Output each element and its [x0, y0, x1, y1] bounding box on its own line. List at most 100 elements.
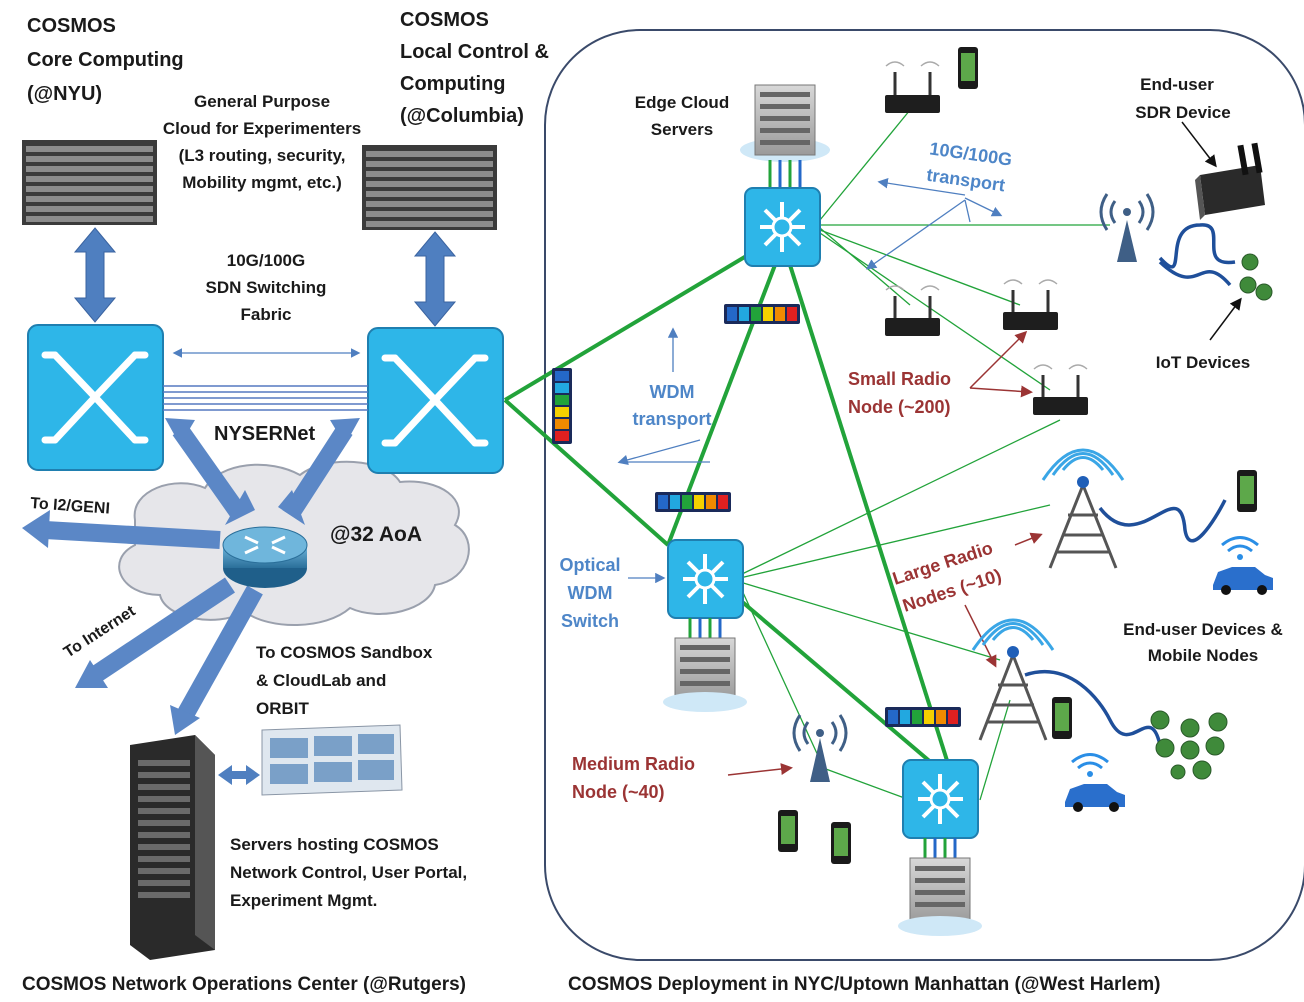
local-label-3: Computing: [400, 73, 506, 95]
large-radio-tower: [971, 618, 1055, 741]
wdm-wavelength-cell: [555, 383, 569, 393]
sdn-label-3: Fabric: [240, 305, 291, 324]
aoa-label: @32 AoA: [330, 523, 422, 546]
wdm-wavelength-cell: [948, 710, 958, 724]
local-server-rack: [362, 145, 497, 230]
iot-label: IoT Devices: [1156, 353, 1251, 372]
wdm-transport-label-1: WDM: [650, 382, 695, 402]
optical-label-1: Optical: [559, 555, 620, 575]
local-label-1: COSMOS: [400, 9, 489, 31]
large-radio-tower: [1041, 448, 1125, 569]
edge-label-1: Edge Cloud: [635, 93, 729, 112]
wdm-wavelength-cell: [658, 495, 668, 509]
monitoring-screens: [261, 724, 403, 796]
transport-arrows: [617, 178, 1003, 584]
sdn-label-2: SDN Switching: [206, 278, 327, 297]
wdm-transport-label-2: transport: [632, 409, 711, 429]
wdm-wavelength-cell: [739, 307, 749, 321]
wdm-wavelength-cell: [900, 710, 910, 724]
deployment-region: [544, 29, 1304, 961]
wdm-wavelength-cell: [682, 495, 692, 509]
medium-radio-label-2: Node (~40): [572, 782, 665, 802]
phone-icon: [1237, 470, 1257, 512]
edge-label-2: Servers: [651, 120, 713, 139]
sandbox-label-1: To COSMOS Sandbox: [256, 643, 433, 662]
sandbox-label-3: ORBIT: [256, 699, 310, 718]
wdm-wavelength-cell: [787, 307, 797, 321]
phone-icon: [778, 810, 798, 852]
wdm-wavelength-cell: [727, 307, 737, 321]
radio-links: [739, 109, 1110, 801]
sdn-fabric-links: [163, 385, 368, 411]
wdm-wavelength-cell: [555, 407, 569, 417]
bottom-switch: [898, 759, 982, 936]
small-radio-node: [885, 285, 940, 336]
small-radio-node: [885, 61, 940, 113]
optical-label-3: Switch: [561, 611, 619, 631]
core-server-rack: [22, 140, 157, 225]
wdm-wavelength-cell: [670, 495, 680, 509]
wdm-wavelength-cell: [763, 307, 773, 321]
wdm-wavelength-cell: [912, 710, 922, 724]
general-label-4: Mobility mgmt, etc.): [182, 173, 342, 192]
wdm-wavelength-cell: [555, 419, 569, 429]
nysernet-router: [222, 526, 308, 588]
sdr-label-2: SDR Device: [1135, 103, 1230, 122]
general-label-2: Cloud for Experimenters: [163, 119, 361, 138]
external-arrowheads: [22, 510, 200, 735]
car-icon: [1065, 753, 1125, 812]
sdr-antenna: [1099, 193, 1155, 262]
sdn-switch-left: [27, 324, 164, 471]
wdm-indicators: [552, 304, 961, 727]
local-label-4: (@Columbia): [400, 105, 524, 127]
local-label-2: Local Control &: [400, 41, 549, 63]
phone-icon: [831, 822, 851, 864]
servers-label-1: Servers hosting COSMOS: [230, 835, 439, 854]
servers-label-2: Network Control, User Portal,: [230, 863, 467, 882]
router-arrowheads: [165, 418, 360, 525]
rack-to-switch-arrow-right: [413, 231, 457, 327]
wdm-wavelength-cell: [718, 495, 728, 509]
car-icon: [1213, 536, 1273, 595]
wdm-wavelength-cell: [936, 710, 946, 724]
small-radio-label-2: Node (~200): [848, 397, 951, 417]
small-radio-label-1: Small Radio: [848, 369, 951, 389]
wireless-links: [1024, 223, 1236, 746]
device-pointer-arrows: [1181, 121, 1242, 341]
wdm-wavelength-cell: [694, 495, 704, 509]
noc-caption: COSMOS Network Operations Center (@Rutge…: [22, 974, 466, 995]
wdm-wavelength-cell: [751, 307, 761, 321]
sandbox-label-2: & CloudLab and: [256, 671, 386, 690]
medium-radio-antenna: [792, 714, 848, 782]
wdm-wavelength-cell: [775, 307, 785, 321]
general-label-3: (L3 routing, security,: [179, 146, 346, 165]
rack-to-switch-arrow-left: [73, 227, 117, 323]
wdm-wavelength-cell: [924, 710, 934, 724]
sdr-device: [1195, 142, 1265, 220]
noc-double-arrow: [218, 765, 260, 785]
optical-label-2: WDM: [568, 583, 613, 603]
optical-wdm-switch: [663, 539, 747, 712]
nysernet-label: NYSERNet: [214, 423, 315, 445]
iot-devices: [1150, 253, 1273, 780]
servers-label-3: Experiment Mgmt.: [230, 891, 377, 910]
wdm-wavelength-cell: [555, 395, 569, 405]
sdr-label-1: End-user: [1140, 75, 1214, 94]
small-radio-node: [1003, 279, 1058, 330]
deployment-caption: COSMOS Deployment in NYC/Uptown Manhatta…: [568, 974, 1160, 995]
external-link-arrows: [44, 521, 263, 720]
core-label-2: Core Computing: [27, 49, 184, 71]
sdn-switch-right: [367, 327, 504, 474]
enduser-devices-label-1: End-user Devices &: [1123, 620, 1283, 639]
general-label-1: General Purpose: [194, 92, 330, 111]
edge-switch: [744, 160, 821, 267]
phone-icon: [1052, 697, 1072, 739]
wdm-wavelength-cell: [555, 431, 569, 441]
small-radio-node: [1033, 364, 1088, 415]
transport-label-1: 10G/100G: [928, 138, 1013, 169]
sdn-label-1: 10G/100G: [227, 251, 305, 270]
enduser-devices-label-2: Mobile Nodes: [1148, 646, 1259, 665]
noc-server-tower: [130, 735, 215, 960]
wdm-wavelength-cell: [706, 495, 716, 509]
